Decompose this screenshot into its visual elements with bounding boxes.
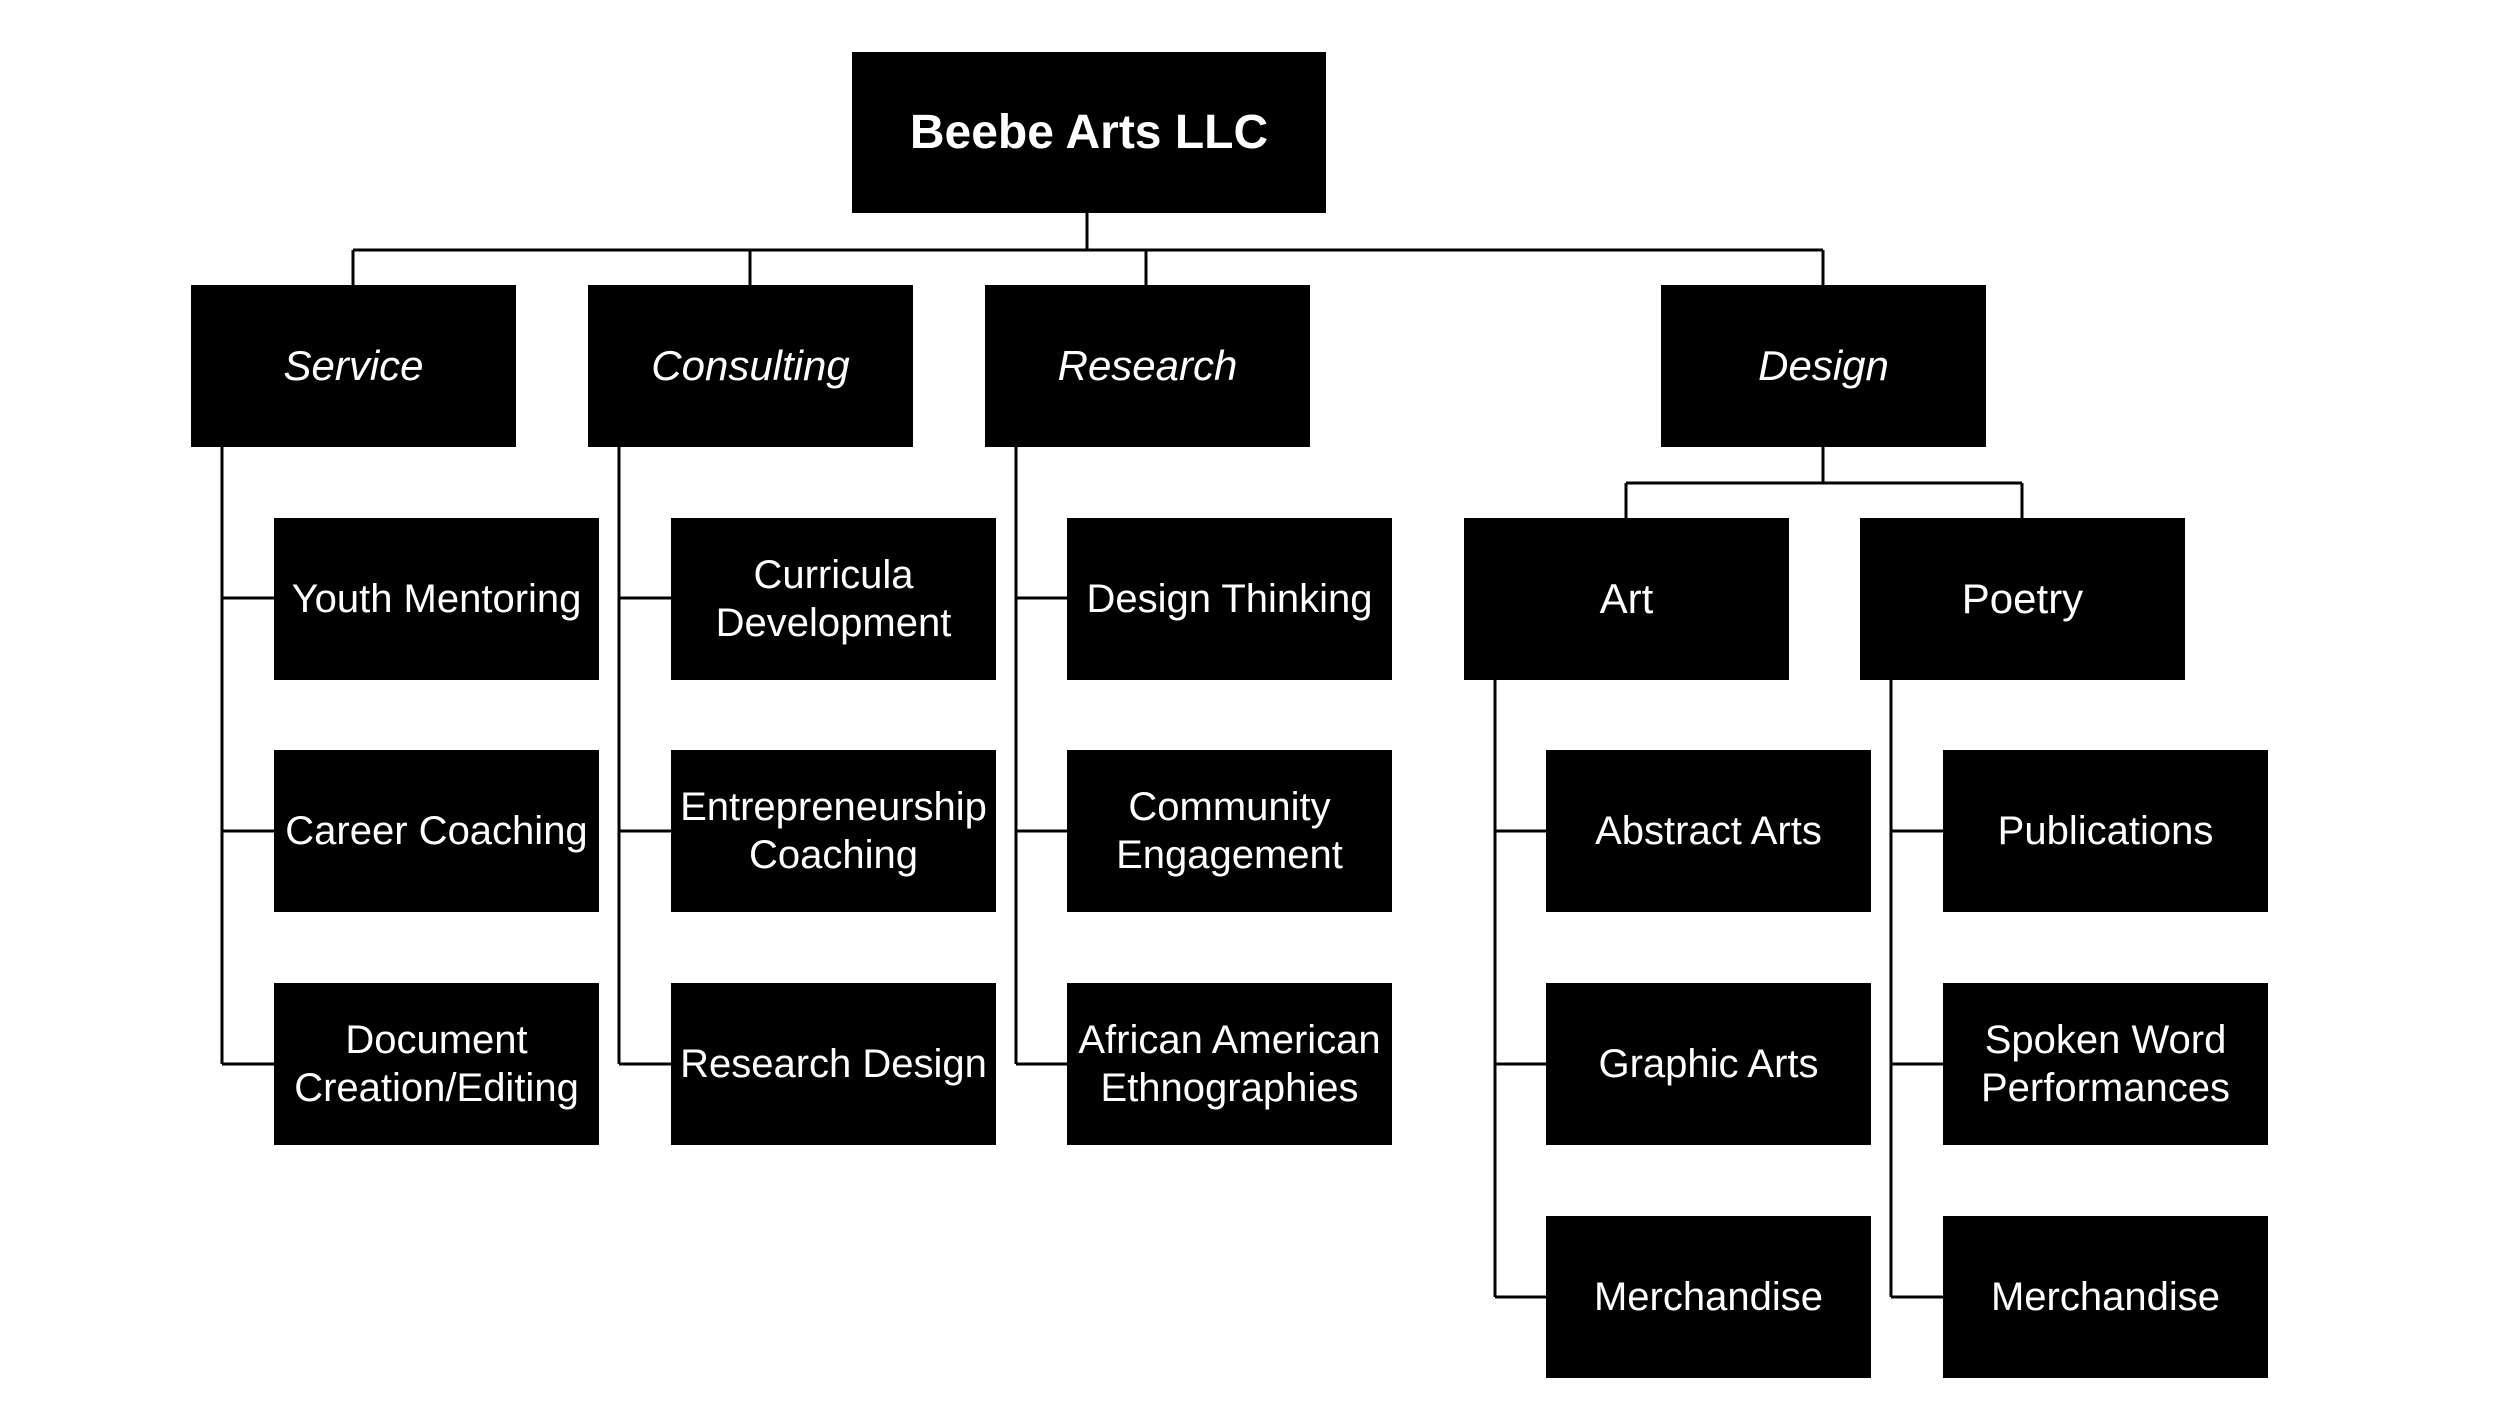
category-label: Consulting	[651, 341, 850, 389]
consulting-item-entrepreneurship-coaching: Entrepreneurship Coaching	[671, 750, 996, 912]
item-label: Document Creation/Editing	[294, 1018, 579, 1110]
category-consulting: Consulting	[588, 285, 913, 447]
item-label: Entrepreneurship Coaching	[680, 785, 987, 877]
category-label: Design	[1758, 341, 1889, 389]
service-item-career-coaching: Career Coaching	[274, 750, 599, 912]
art-item-graphic-arts: Graphic Arts	[1546, 983, 1871, 1145]
item-label: Design Thinking	[1086, 577, 1373, 621]
poetry-item-merchandise: Merchandise	[1943, 1216, 2268, 1378]
item-label: Research Design	[680, 1042, 987, 1086]
poetry-item-publications: Publications	[1943, 750, 2268, 912]
poetry-item-spoken-word-performances: Spoken Word Performances	[1943, 983, 2268, 1145]
art-item-merchandise: Merchandise	[1546, 1216, 1871, 1378]
service-item-youth-mentoring: Youth Mentoring	[274, 518, 599, 680]
consulting-item-research-design: Research Design	[671, 983, 996, 1145]
item-label: Publications	[1997, 809, 2214, 853]
design-group-art: Art	[1464, 518, 1789, 680]
item-label: Career Coaching	[285, 809, 588, 853]
category-design: Design	[1661, 285, 1986, 447]
consulting-item-curricula-development: Curricula Development	[671, 518, 996, 680]
research-item-community-engagement: Community Engagement	[1067, 750, 1392, 912]
root-label: Beebe Arts LLC	[909, 105, 1269, 159]
design-group-poetry: Poetry	[1860, 518, 2185, 680]
item-label: Abstract Arts	[1595, 809, 1822, 853]
group-label: Art	[1599, 574, 1654, 622]
art-item-abstract-arts: Abstract Arts	[1546, 750, 1871, 912]
item-label: Merchandise	[1593, 1275, 1823, 1319]
category-service: Service	[191, 285, 516, 447]
item-label: Curricula Development	[715, 553, 952, 645]
item-label: Youth Mentoring	[291, 577, 582, 621]
research-item-design-thinking: Design Thinking	[1067, 518, 1392, 680]
group-label: Poetry	[1961, 574, 2084, 622]
service-item-document-creation: Document Creation/Editing	[274, 983, 599, 1145]
item-label: Merchandise	[1990, 1275, 2220, 1319]
category-research: Research	[985, 285, 1310, 447]
category-label: Research	[1057, 341, 1238, 389]
item-label: Spoken Word Performances	[1981, 1018, 2230, 1110]
root-node: Beebe Arts LLC	[852, 52, 1326, 213]
research-item-african-american-ethnographies: African American Ethnographies	[1067, 983, 1392, 1145]
category-label: Service	[283, 341, 424, 389]
item-label: Community Engagement	[1116, 785, 1343, 877]
item-label: African American Ethnographies	[1078, 1018, 1381, 1110]
item-label: Graphic Arts	[1598, 1042, 1819, 1086]
